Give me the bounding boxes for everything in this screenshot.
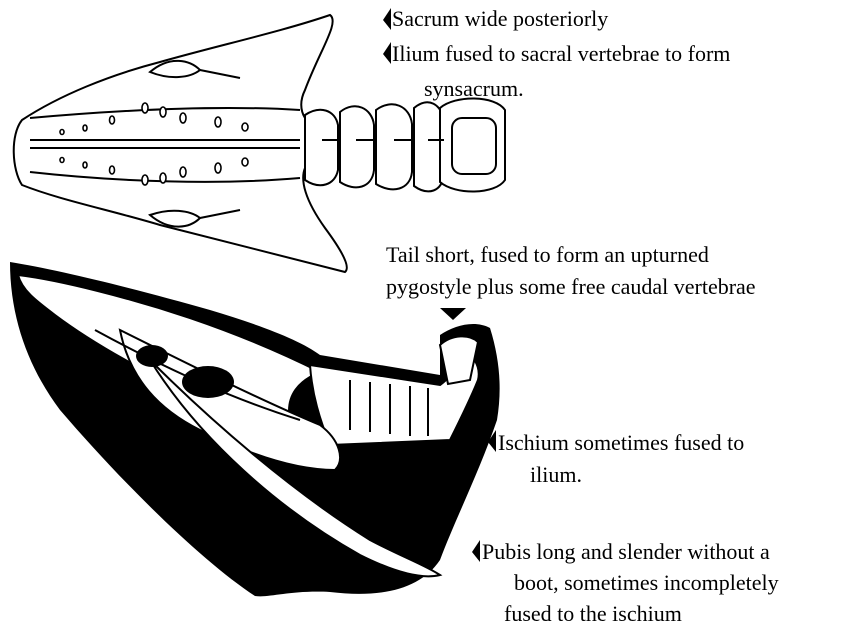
- label-pubis-line2: boot, sometimes incompletely: [514, 570, 779, 596]
- label-tail-line1: Tail short, fused to form an upturned: [386, 242, 709, 268]
- acetabulum: [136, 345, 168, 367]
- pointer-pubis-icon: [472, 540, 480, 562]
- label-sacrum-text: Sacrum wide posteriorly: [392, 6, 608, 31]
- synsacrum-outline: [14, 15, 347, 272]
- label-pubis-text-1: Pubis long and slender without a: [482, 539, 770, 564]
- pointer-ilium-icon: [383, 42, 391, 64]
- label-ilium-text-1: Ilium fused to sacral vertebrae to form: [392, 41, 730, 66]
- pelvis-lateral-view: [10, 262, 500, 596]
- label-pubis-line3: fused to the ischium: [504, 601, 682, 627]
- label-ilium-line2: synsacrum.: [424, 76, 524, 102]
- label-ilium-text-2: synsacrum.: [424, 76, 524, 101]
- synsacrum-dorsal-view: [14, 15, 347, 272]
- label-pubis-text-2: boot, sometimes incompletely: [514, 570, 779, 595]
- label-tail-text-1: Tail short, fused to form an upturned: [386, 242, 709, 267]
- label-pubis-line1: Pubis long and slender without a: [482, 539, 770, 565]
- label-ischium-line1: Ischium sometimes fused to: [498, 430, 744, 456]
- pointer-sacrum-icon: [383, 8, 391, 30]
- label-sacrum: Sacrum wide posteriorly: [392, 6, 608, 32]
- label-ischium-line2: ilium.: [530, 462, 582, 488]
- label-pubis-text-3: fused to the ischium: [504, 601, 682, 626]
- label-tail-text-2: pygostyle plus some free caudal vertebra…: [386, 274, 756, 299]
- label-tail-line2: pygostyle plus some free caudal vertebra…: [386, 274, 756, 300]
- label-ischium-text-1: Ischium sometimes fused to: [498, 430, 744, 455]
- pointer-tail-icon: [440, 308, 466, 320]
- label-ischium-text-2: ilium.: [530, 462, 582, 487]
- label-ilium-line1: Ilium fused to sacral vertebrae to form: [392, 41, 730, 67]
- caudal-vertebrae-top: [305, 98, 505, 191]
